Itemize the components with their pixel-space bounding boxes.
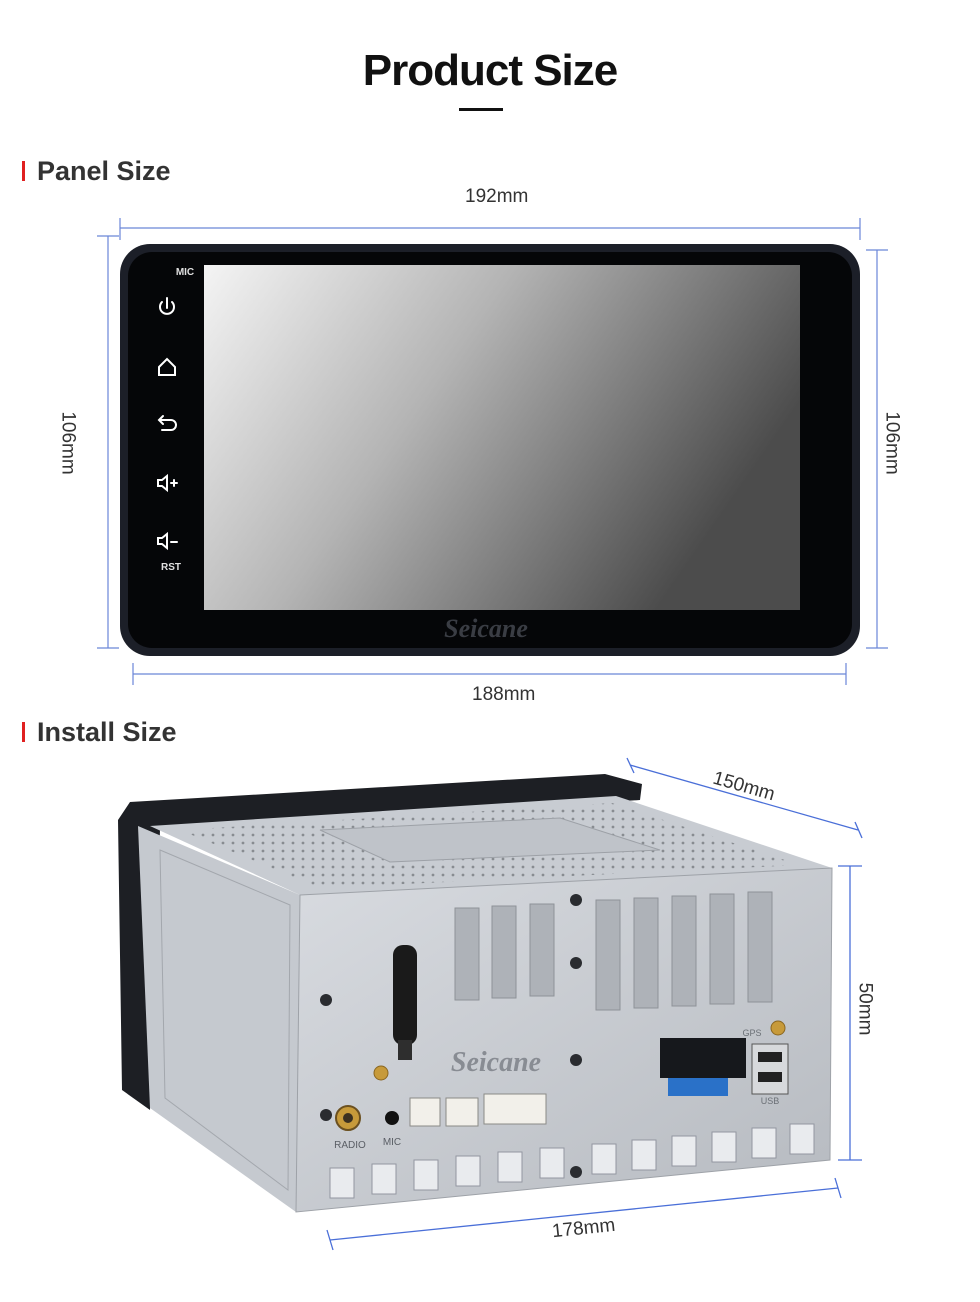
panel-brand-logo: Seicane — [444, 614, 528, 643]
usb-ports — [751, 1043, 789, 1095]
volume-down-icon[interactable] — [157, 531, 178, 551]
install-chassis: Seicane RADIO MIC GPS USB — [118, 774, 833, 1213]
volume-up-icon[interactable] — [157, 473, 178, 493]
head-unit-panel: Seicane MIC RST — [120, 244, 860, 656]
install-dimension-lines — [326, 757, 863, 1251]
panel-dimension-lines — [97, 218, 888, 685]
install-height-label: 50mm — [854, 982, 876, 1036]
harness-connector — [660, 1038, 746, 1096]
install-brand-logo: Seicane — [451, 1047, 541, 1078]
mic-label: MIC — [176, 267, 194, 278]
back-icon[interactable] — [157, 415, 177, 431]
rst-label: RST — [161, 562, 181, 573]
heading-accent-bar — [22, 722, 25, 742]
usb-port-label: USB — [761, 1096, 780, 1106]
gps-connector — [770, 1020, 786, 1036]
panel-width-bottom-label: 188mm — [472, 684, 536, 705]
mic-port-label: MIC — [383, 1137, 401, 1148]
screen — [204, 265, 800, 610]
mic-port — [385, 1111, 399, 1125]
home-icon[interactable] — [158, 357, 176, 376]
title-underline — [459, 108, 503, 111]
radio-antenna-connector — [373, 1065, 389, 1081]
install-size-heading: Install Size — [22, 717, 177, 748]
power-icon[interactable] — [159, 297, 175, 315]
gps-port-label: GPS — [742, 1028, 761, 1038]
panel-size-heading: Panel Size — [22, 156, 171, 187]
wifi-antenna — [393, 945, 417, 1060]
radio-port-label: RADIO — [334, 1140, 366, 1151]
panel-width-top-label: 192mm — [465, 186, 529, 207]
page-title: Product Size — [362, 46, 619, 95]
heading-accent-bar — [22, 161, 25, 181]
